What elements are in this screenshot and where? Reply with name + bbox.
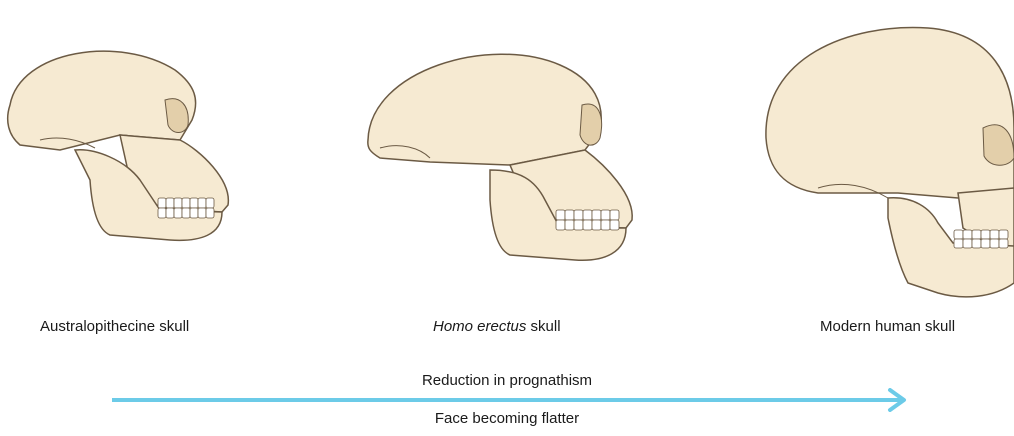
right-arrow-icon bbox=[112, 388, 912, 412]
caption-text: Modern human skull bbox=[820, 318, 955, 335]
caption-modern-human: Modern human skull bbox=[820, 318, 955, 336]
caption-homo-erectus: Homo erectus skull bbox=[433, 318, 561, 336]
australopithecine-skull-icon bbox=[0, 30, 240, 250]
arrow-label-bottom: Face becoming flatter bbox=[0, 410, 1014, 428]
homo-erectus-skull-icon bbox=[360, 30, 650, 270]
caption-text: Australopithecine skull bbox=[40, 318, 189, 335]
caption-text: skull bbox=[526, 318, 560, 335]
modern-human-skull-icon bbox=[758, 18, 1014, 302]
caption-italic: Homo erectus bbox=[433, 318, 526, 335]
caption-australopithecine: Australopithecine skull bbox=[40, 318, 189, 336]
